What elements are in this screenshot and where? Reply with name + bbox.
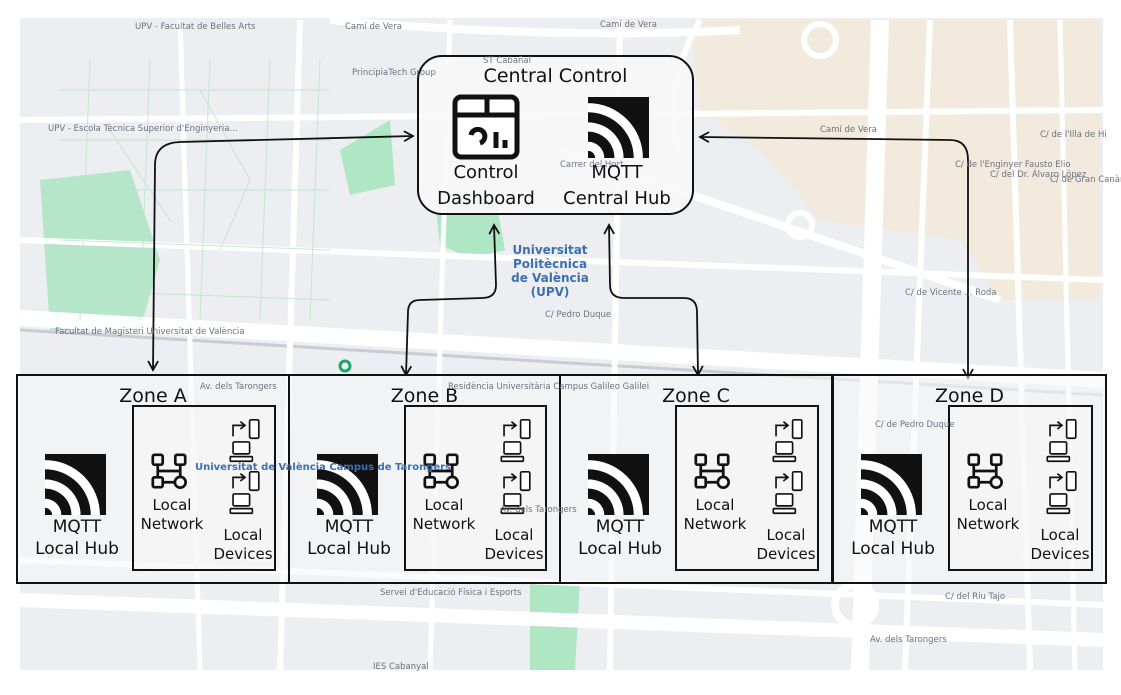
zones [16,374,1107,584]
map-label: Camí de Vera [600,20,657,30]
broadcast-icon [588,97,649,158]
map-label: Camí de Vera [820,125,877,135]
map-label: Av. dels Tarongers [200,382,277,392]
map-label: C/ de Gran Canària [1050,175,1121,185]
zone-c-title: Zone C [662,385,730,407]
broadcast-icon [45,454,106,515]
zone-b-title: Zone B [390,385,459,407]
map-label: C/ de l'Illa de Hi [1040,130,1107,140]
zone-d-title: Zone D [934,385,1005,407]
map-label: Camí de Vera [345,22,402,32]
map-label: Facultat de Magisteri Universitat de Val… [55,327,245,337]
map-label: C/ de Pedro Duque [875,420,955,430]
map-label: UPV - Escola Tècnica Superior d'Enginyer… [48,124,238,134]
zone-a-title: Zone A [119,385,187,407]
map-label: C/ de Vicente ... Roda [905,288,997,298]
map-label: C/ de l'Enginyer Fausto Elio [955,160,1071,170]
arrow-central-to-zone-d [698,131,974,380]
map-label: C/ Pedro Duque [545,310,612,320]
map-label: Residència Universitària Campus Galileo … [448,382,650,392]
zone-b-group [288,374,561,584]
map-label: Av. dels Tarongers [500,505,577,515]
map-label: Universitat de València Campus de Tarong… [195,462,452,473]
map-label: C/ del Dr. Álvaro López [990,170,1087,180]
map-label: IES Cabanyal [373,662,429,672]
map-label: Servei d'Educació Física i Esports [380,588,522,598]
map-label: ST Cabañal [483,56,531,66]
central-control-title: Central Control [483,65,628,87]
arrow-hub-to-zone-c [603,223,704,377]
broadcast-icon [588,454,649,515]
zone-d-group [832,374,1107,584]
arrow-central-to-zone-a [147,130,415,372]
map-label: UPV - Facultat de Belles Arts [135,22,256,32]
broadcast-icon [861,454,922,515]
zone-a-group [16,374,290,584]
arrow-dashboard-to-zone-b [400,223,501,377]
university-label: Universitat Politècnica de València (UPV… [511,243,589,299]
connections [147,130,974,380]
map-label: PrincipiaTech Group [352,68,436,78]
zone-c-group [559,374,833,584]
map-label: Av. dels Tarongers [870,635,947,645]
control-dashboard-label: Control Dashboard [437,162,535,209]
dashboard-icon [452,94,520,160]
map-label: Carrer del Hort [560,160,624,170]
map-label: C/ del Riu Tajo [945,592,1006,602]
mqtt-central-hub-label: MQTT Central Hub [563,162,671,209]
